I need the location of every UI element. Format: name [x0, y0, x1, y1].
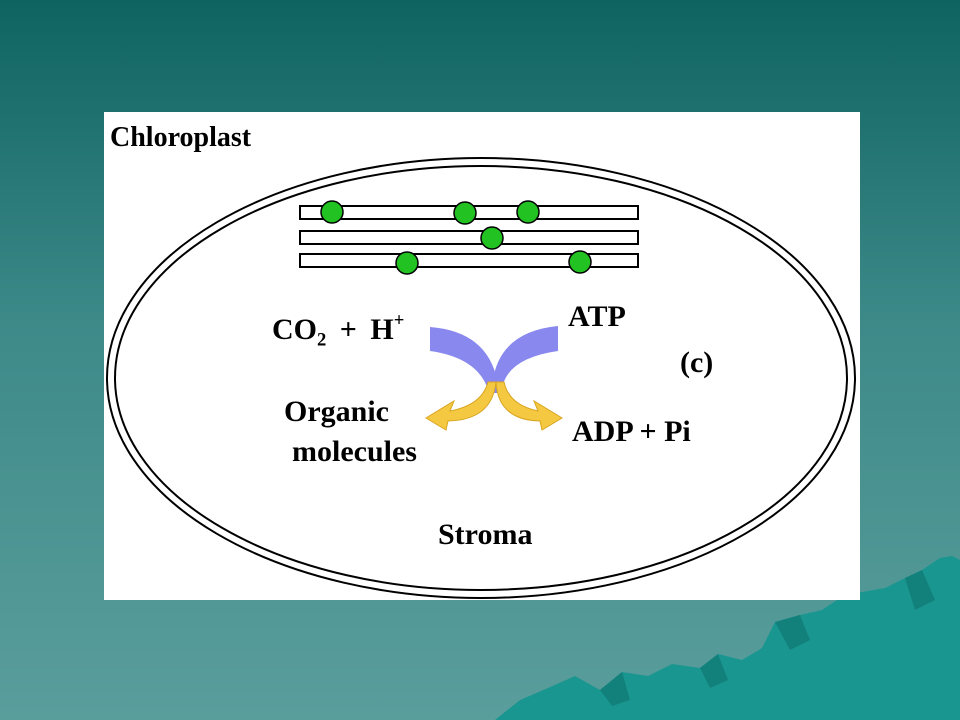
organic-label-line2: molecules [292, 435, 417, 468]
chlorophyll-dot [568, 250, 592, 274]
atp-input-arrow [492, 326, 558, 388]
proton-superscript: + [393, 310, 405, 331]
thylakoid-membrane [299, 230, 639, 245]
adp-pi-label: ADP + Pi [572, 415, 691, 448]
chlorophyll-dot [516, 200, 540, 224]
co2-label: CO [272, 313, 317, 347]
co2-h-inputs-label: CO2 + H+ [272, 310, 405, 351]
thylakoid-membrane [299, 253, 639, 268]
organic-output-arrow [425, 381, 497, 431]
chlorophyll-dot [320, 200, 344, 224]
stroma-label: Stroma [438, 518, 533, 551]
atp-label: ATP [568, 300, 626, 333]
plus-sign: + [339, 313, 357, 347]
chloroplast-outer-membrane [106, 157, 856, 599]
panel-label: (c) [680, 346, 714, 379]
proton-label: H [370, 313, 394, 347]
chloroplast-title: Chloroplast [110, 122, 252, 153]
co2-input-arrow [430, 327, 499, 393]
chloroplast-diagram [106, 157, 856, 599]
chlorophyll-dot [395, 251, 419, 275]
chloroplast-figure: Chloroplast CO2 + H+ ATP (c) Organic mol… [104, 112, 860, 600]
chloroplast-inner-membrane [114, 165, 848, 591]
co2-subscript: 2 [317, 329, 327, 351]
organic-label-line1: Organic [284, 395, 389, 428]
chlorophyll-dot [480, 226, 504, 250]
chlorophyll-dot [453, 201, 477, 225]
adp-output-arrow [495, 381, 563, 431]
